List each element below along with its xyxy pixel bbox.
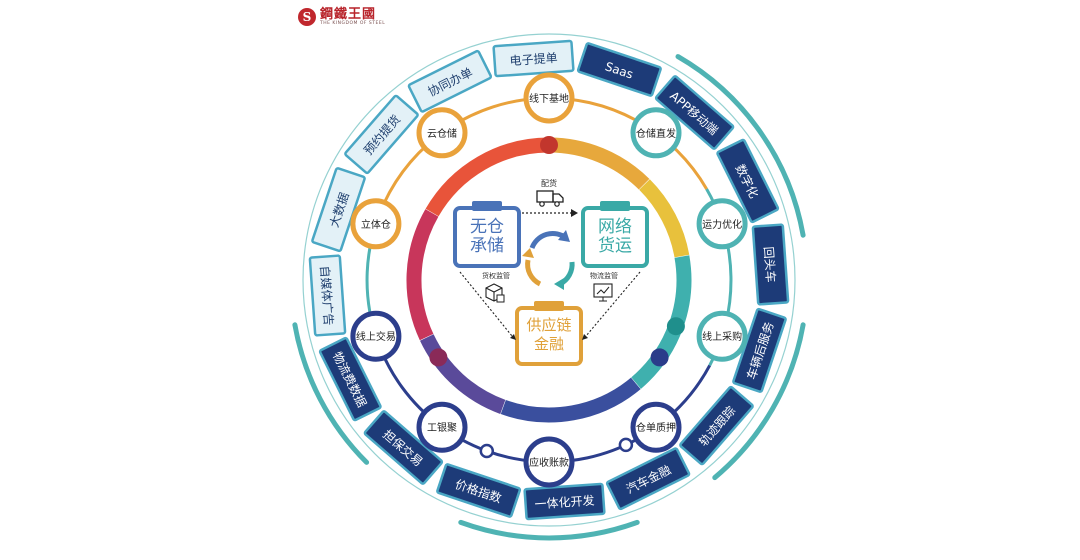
outer-service-label: 一体化开发 <box>534 492 595 511</box>
middle-service-label: 立体仓 <box>361 218 391 231</box>
inner-ring-node <box>540 136 558 154</box>
freight-card[interactable]: 网络货运 <box>581 201 649 268</box>
middle-service-node[interactable]: 工银聚 <box>416 401 468 453</box>
connector-dot <box>618 437 634 453</box>
delivery-label: 配货 <box>541 178 557 188</box>
inner-ring-segment <box>500 377 641 423</box>
middle-service-node[interactable]: 仓储直发 <box>630 107 682 159</box>
middle-service-label: 仓储直发 <box>636 127 676 140</box>
middle-service-label: 线上采购 <box>702 330 742 343</box>
logistics-supervision: 物流监管 <box>582 271 641 340</box>
outer-service-box[interactable]: 一体化开发 <box>523 482 606 521</box>
inner-ring-node <box>429 348 448 367</box>
warehouse-label: 无仓承储 <box>470 217 504 256</box>
outer-accent-arc <box>712 322 806 481</box>
middle-service-node[interactable]: 线下基地 <box>523 72 575 124</box>
kingdom-of-steel-logo: S 鋼鐵王國 THE KINGDOM OF STEEL <box>298 8 385 27</box>
warehouse-card[interactable]: 无仓承储 <box>453 201 521 268</box>
middle-service-node[interactable]: 立体仓 <box>350 198 402 250</box>
middle-service-label: 云仓储 <box>427 127 457 140</box>
outer-service-box[interactable]: 预约提货 <box>344 94 419 175</box>
middle-service-node[interactable]: 线上交易 <box>350 310 402 362</box>
middle-service-node[interactable]: 仓单质押 <box>630 401 682 453</box>
finance-label: 供应链金融 <box>526 316 571 353</box>
inner-ring-segment <box>406 209 439 341</box>
middle-service-node[interactable]: 运力优化 <box>696 198 748 250</box>
logistics-supervision-label: 物流监管 <box>590 271 618 280</box>
inner-ring-node <box>650 348 669 367</box>
outer-service-box[interactable]: 自媒体广告 <box>308 254 347 337</box>
truck-icon <box>536 190 564 207</box>
middle-service-label: 仓单质押 <box>636 421 676 434</box>
outer-service-box[interactable]: 价格指数 <box>436 463 522 518</box>
logo-name: 鋼鐵王國 <box>320 7 377 22</box>
inner-ring <box>406 136 692 423</box>
outer-service-label: 自媒体广告 <box>317 265 335 326</box>
monitor-chart-icon <box>593 283 613 302</box>
middle-service-label: 应收账款 <box>529 456 569 469</box>
finance-card[interactable]: 供应链金融 <box>515 301 583 366</box>
inner-ring-segment <box>425 137 549 217</box>
outer-service-box[interactable]: 数字化 <box>716 138 780 224</box>
outer-service-box[interactable]: 汽车金融 <box>605 447 691 511</box>
outer-accent-arc <box>292 322 370 465</box>
middle-service-node[interactable]: 应收账款 <box>523 436 575 488</box>
outer-service-box[interactable]: 回头车 <box>751 223 790 306</box>
middle-service-label: 工银聚 <box>427 421 457 434</box>
outer-thin-circle <box>302 33 796 527</box>
logo-mark: S <box>298 8 316 27</box>
outer-service-label: 电子提单 <box>509 50 558 68</box>
outer-service-box[interactable]: 协同办单 <box>407 49 493 113</box>
outer-ring <box>292 33 806 541</box>
middle-service-label: 线上交易 <box>356 330 396 343</box>
inner-ring-segment <box>639 179 690 258</box>
logo-english-name: THE KINGDOM OF STEEL <box>320 21 386 26</box>
cargo-supervision-label: 货权监管 <box>482 271 510 280</box>
center-core: 无仓承储 网络货运 供应链金融 配货 <box>453 178 649 366</box>
cargo-supervision: 货权监管 <box>459 271 516 340</box>
inner-ring-segment <box>548 137 650 190</box>
outer-service-box[interactable]: 电子提单 <box>492 39 575 78</box>
middle-service-label: 运力优化 <box>702 218 742 231</box>
inner-ring-node <box>666 317 685 336</box>
outer-accent-arc <box>458 519 640 541</box>
outer-service-box[interactable]: 车辆后服务 <box>732 307 787 393</box>
inner-ring-segment <box>420 334 506 414</box>
cycle-arrows-icon <box>522 230 575 290</box>
outer-accent-arc <box>675 54 806 238</box>
outer-service-box[interactable]: Saas <box>576 42 662 97</box>
delivery-flow: 配货 <box>522 178 578 217</box>
freight-label: 网络货运 <box>598 217 632 256</box>
middle-service-node[interactable]: 线上采购 <box>696 310 748 362</box>
connector-dot <box>479 443 495 459</box>
box-icon <box>485 283 505 303</box>
middle-service-node[interactable]: 云仓储 <box>416 107 468 159</box>
outer-service-label: 回头车 <box>761 246 778 283</box>
middle-service-label: 线下基地 <box>529 92 569 105</box>
